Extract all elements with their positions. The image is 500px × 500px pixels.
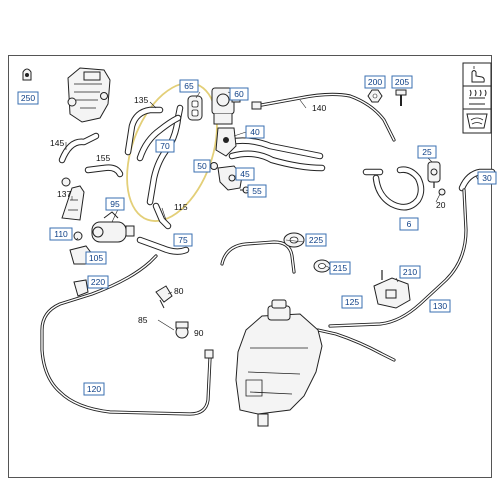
callout-95[interactable]: 95	[105, 197, 125, 211]
label-115: 115	[174, 202, 188, 212]
valve-junction	[215, 127, 237, 157]
callout-75[interactable]: 75	[173, 233, 193, 247]
part-210-valve-group	[373, 270, 411, 309]
svg-text:50: 50	[197, 161, 207, 171]
svg-text:200: 200	[368, 77, 382, 87]
svg-text:95: 95	[110, 199, 120, 209]
svg-text:205: 205	[395, 77, 409, 87]
svg-text:105: 105	[89, 253, 103, 263]
callout-250[interactable]: 250	[17, 91, 39, 105]
svg-text:125: 125	[345, 297, 359, 307]
label-80: 80	[174, 286, 184, 296]
expansion-tank	[235, 299, 323, 427]
svg-text:70: 70	[160, 141, 170, 151]
svg-text:120: 120	[87, 384, 101, 394]
svg-text:110: 110	[54, 229, 68, 239]
label-85: 85	[138, 315, 148, 325]
callout-40[interactable]: 40	[245, 125, 265, 139]
callout-55[interactable]: 55	[247, 184, 267, 198]
svg-text:210: 210	[403, 267, 417, 277]
label-137: 137	[57, 189, 71, 199]
part-200-nut	[367, 89, 383, 103]
pipe-130	[328, 188, 468, 328]
callout-120[interactable]: 120	[83, 382, 105, 396]
callout-215[interactable]: 215	[329, 261, 351, 275]
hose-140	[251, 92, 396, 142]
callout-60[interactable]: 60	[229, 87, 249, 101]
callout-45[interactable]: 45	[235, 167, 255, 181]
callout-boxes: 250 65 60 200 205 40 70 50 45 55 25 30 9…	[17, 75, 497, 396]
legend-icons	[462, 62, 492, 134]
callout-210[interactable]: 210	[399, 265, 421, 279]
part-65-gasket	[187, 95, 203, 121]
part-25-connector	[427, 161, 441, 188]
hose-6	[362, 166, 425, 211]
callout-110[interactable]: 110	[49, 227, 73, 241]
svg-text:25: 25	[422, 147, 432, 157]
part-250-clip	[22, 68, 32, 81]
part-137-bracket	[61, 177, 85, 221]
svg-text:55: 55	[252, 186, 262, 196]
part-225-clamp	[283, 232, 305, 248]
diagram-frame	[8, 55, 492, 478]
callout-25[interactable]: 25	[417, 145, 437, 159]
label-90: 90	[194, 328, 204, 338]
svg-text:75: 75	[178, 235, 188, 245]
hose-70b	[136, 114, 182, 162]
pipe-120	[40, 254, 214, 416]
label-140: 140	[312, 103, 326, 113]
callout-200[interactable]: 200	[364, 75, 386, 89]
callout-65[interactable]: 65	[179, 79, 199, 93]
finger-tap-icon	[471, 66, 485, 83]
part-95-pump	[91, 211, 135, 243]
leader-lines	[65, 91, 479, 295]
label-145: 145	[50, 138, 64, 148]
hose-40	[224, 137, 326, 172]
svg-text:40: 40	[250, 127, 260, 137]
callout-30[interactable]: 30	[477, 171, 497, 185]
svg-text:130: 130	[433, 301, 447, 311]
label-135: 135	[134, 95, 148, 105]
hose-75	[136, 236, 190, 255]
callout-205[interactable]: 205	[391, 75, 413, 89]
callout-50[interactable]: 50	[193, 159, 211, 173]
hose-115	[152, 202, 172, 230]
part-80-bracket	[155, 285, 173, 309]
callout-220[interactable]: 220	[87, 275, 109, 289]
hose-145	[58, 132, 100, 164]
svg-text:65: 65	[184, 81, 194, 91]
windshield-icon	[466, 113, 488, 129]
part-205-screw	[395, 89, 407, 106]
svg-text:30: 30	[482, 173, 492, 183]
part-110-clamp	[73, 231, 83, 241]
svg-text:225: 225	[309, 235, 323, 245]
callout-70[interactable]: 70	[155, 139, 175, 153]
svg-text:215: 215	[333, 263, 347, 273]
heater-icon	[469, 89, 487, 105]
part-number-labels: 135 140 145 155 137 115 20 80 85 90	[50, 95, 446, 338]
part-20-clamp	[438, 188, 446, 196]
label-155: 155	[96, 153, 110, 163]
svg-text:60: 60	[234, 89, 244, 99]
callout-105[interactable]: 105	[85, 251, 107, 265]
part-215-ring	[313, 259, 331, 273]
part-220-clip	[73, 279, 89, 297]
svg-text:45: 45	[240, 169, 250, 179]
callout-130[interactable]: 130	[429, 299, 451, 313]
svg-text:250: 250	[21, 93, 35, 103]
pipe-125	[316, 328, 396, 362]
svg-text:6: 6	[407, 219, 412, 229]
svg-text:220: 220	[91, 277, 105, 287]
callout-225[interactable]: 225	[305, 233, 327, 247]
hose-135	[124, 106, 164, 156]
part-90-valve	[175, 321, 189, 339]
callout-6[interactable]: 6	[399, 217, 419, 231]
pipe-tank-feed	[220, 240, 296, 274]
hose-155	[84, 164, 124, 178]
callout-125[interactable]: 125	[341, 295, 363, 309]
label-20: 20	[436, 200, 446, 210]
engine-block-part	[67, 67, 111, 123]
